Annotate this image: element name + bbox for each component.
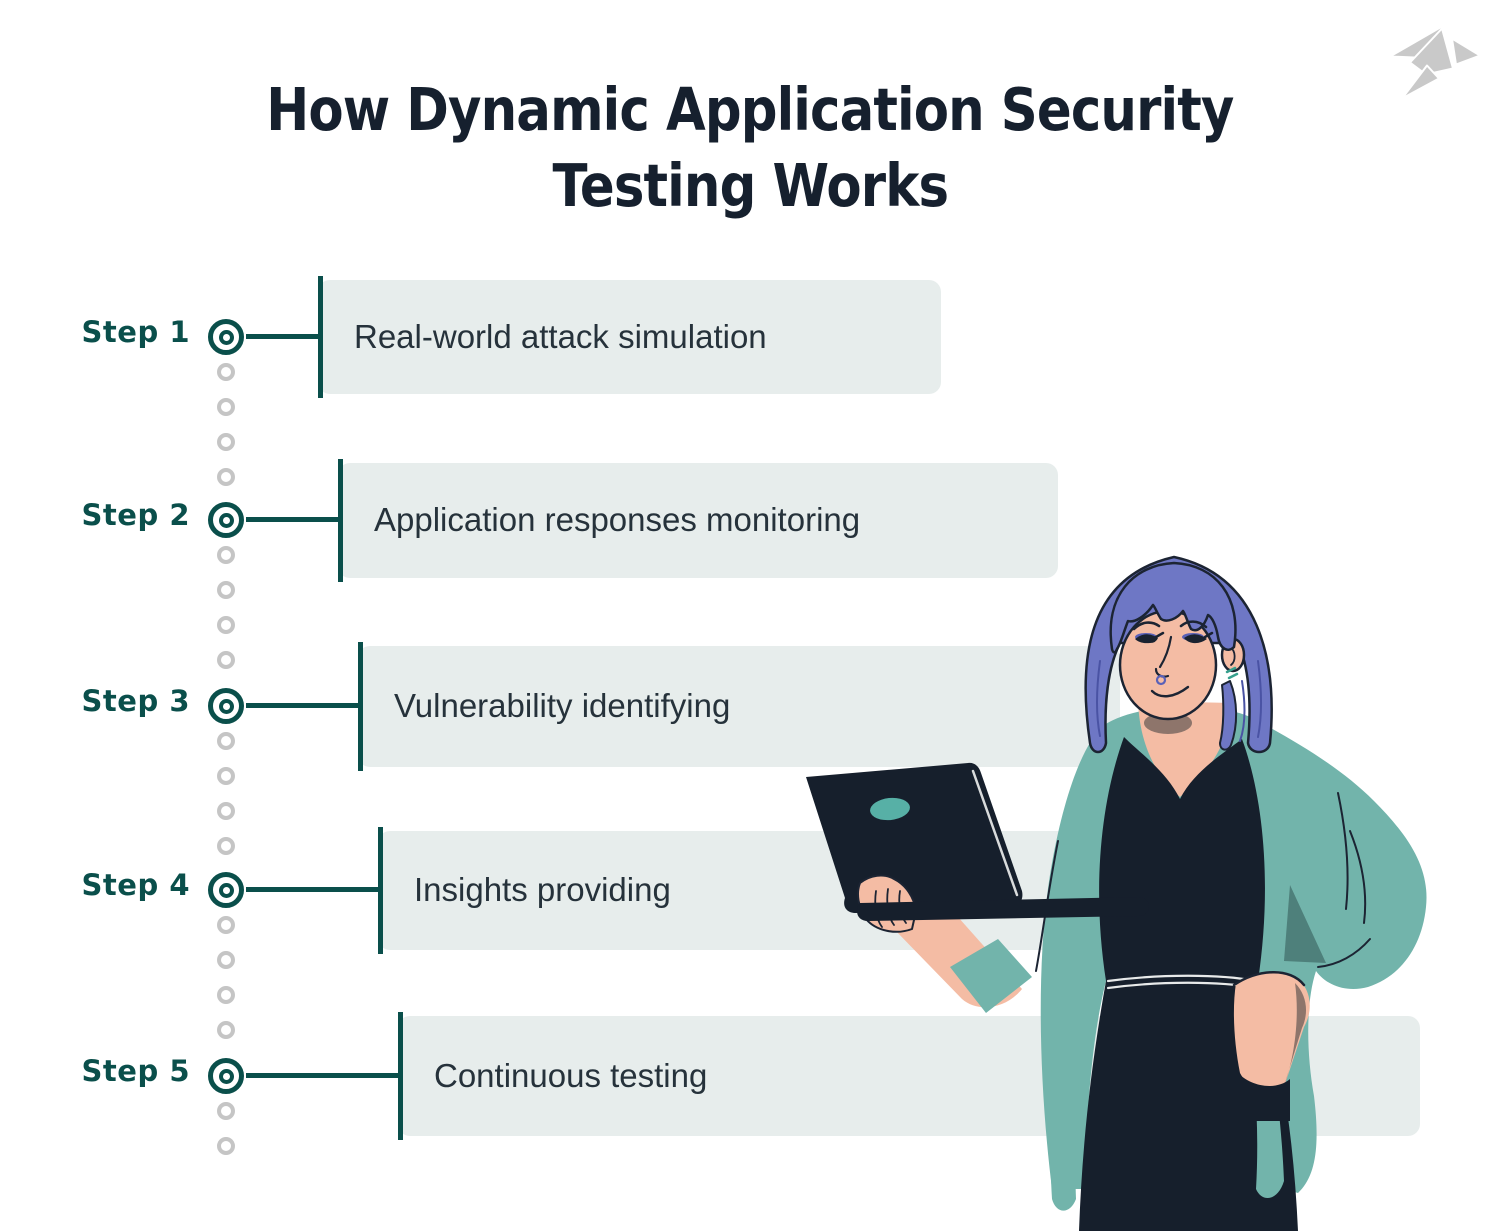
step-5-target-icon [208, 1058, 244, 1094]
step-1-label: Step 1 [81, 315, 190, 349]
target-inner-ring [218, 882, 234, 898]
mouth [1150, 685, 1190, 698]
laptop-logo [870, 797, 910, 821]
title-line-1: How Dynamic Application Security [266, 75, 1234, 144]
origami-bird-logo [1389, 25, 1481, 100]
bird-head [1451, 37, 1481, 66]
target-inner-ring [218, 698, 234, 714]
timeline-dot [217, 986, 235, 1004]
step-4-connector-line [246, 887, 378, 892]
step-5-label: Step 5 [81, 1054, 190, 1088]
timeline-dot [217, 1137, 235, 1155]
timeline-dot [217, 916, 235, 934]
step-1-connector-line [246, 334, 318, 339]
timeline-dot [217, 398, 235, 416]
timeline-dot [217, 546, 235, 564]
laptop-lid [806, 762, 1023, 913]
right-hand [1233, 971, 1310, 1091]
bird-tail [1401, 64, 1440, 100]
step-5-text: Continuous testing [434, 1057, 708, 1094]
step-3-accent-bar [358, 641, 363, 771]
step-3-connector-line [246, 703, 358, 708]
hair-bangs [1109, 561, 1237, 654]
sleeve-cuff [950, 939, 1032, 1013]
laptop-base [857, 897, 1149, 921]
step-4-target-icon [208, 872, 244, 908]
timeline-dot [217, 802, 235, 820]
step-3-text: Vulnerability identifying [394, 687, 731, 724]
timeline-dot [217, 433, 235, 451]
timeline-dot [217, 1021, 235, 1039]
step-2-box: Application responses monitoring [338, 462, 1058, 578]
target-inner-ring [218, 1068, 234, 1084]
step-2-label: Step 2 [81, 498, 190, 532]
timeline-dot [217, 1102, 235, 1120]
step-2-connector-line [246, 517, 338, 522]
step-3-label: Step 3 [81, 684, 190, 718]
timeline-dot [217, 651, 235, 669]
step-1-target-icon [208, 319, 244, 355]
step-1-accent-bar [318, 276, 323, 398]
step-3-box: Vulnerability identifying [358, 645, 1120, 767]
bird-body [1409, 27, 1454, 76]
timeline-dot [217, 363, 235, 381]
timeline-dot [217, 732, 235, 750]
underarm-shadow [1284, 885, 1326, 963]
step-4-accent-bar [378, 826, 383, 954]
woman-with-laptop-illustration [806, 555, 1427, 1231]
title-line-2: Testing Works [552, 151, 948, 220]
target-inner-ring [218, 329, 234, 345]
septum-ring [1155, 674, 1167, 686]
timeline-dot [217, 951, 235, 969]
timeline-dot [217, 581, 235, 599]
target-inner-ring [218, 512, 234, 528]
page-title: How Dynamic Application Security Testing… [0, 72, 1500, 224]
step-2-accent-bar [338, 458, 343, 582]
step-2-target-icon [208, 502, 244, 538]
step-5-accent-bar [398, 1012, 403, 1140]
step-2-text: Application responses monitoring [374, 501, 861, 538]
eyebrows [1132, 620, 1208, 631]
timeline-dot [217, 837, 235, 855]
step-4-text: Insights providing [414, 871, 671, 908]
timeline-dot [217, 468, 235, 486]
eye-right [1184, 634, 1207, 644]
step-4-label: Step 4 [81, 868, 190, 902]
timeline-dot [217, 616, 235, 634]
step-5-connector-line [246, 1073, 398, 1078]
step-1-box: Real-world attack simulation [318, 280, 941, 394]
eye-left [1135, 634, 1158, 644]
earring [1225, 666, 1239, 680]
timeline-dot [217, 767, 235, 785]
step-1-text: Real-world attack simulation [354, 318, 767, 355]
step-3-target-icon [208, 688, 244, 724]
